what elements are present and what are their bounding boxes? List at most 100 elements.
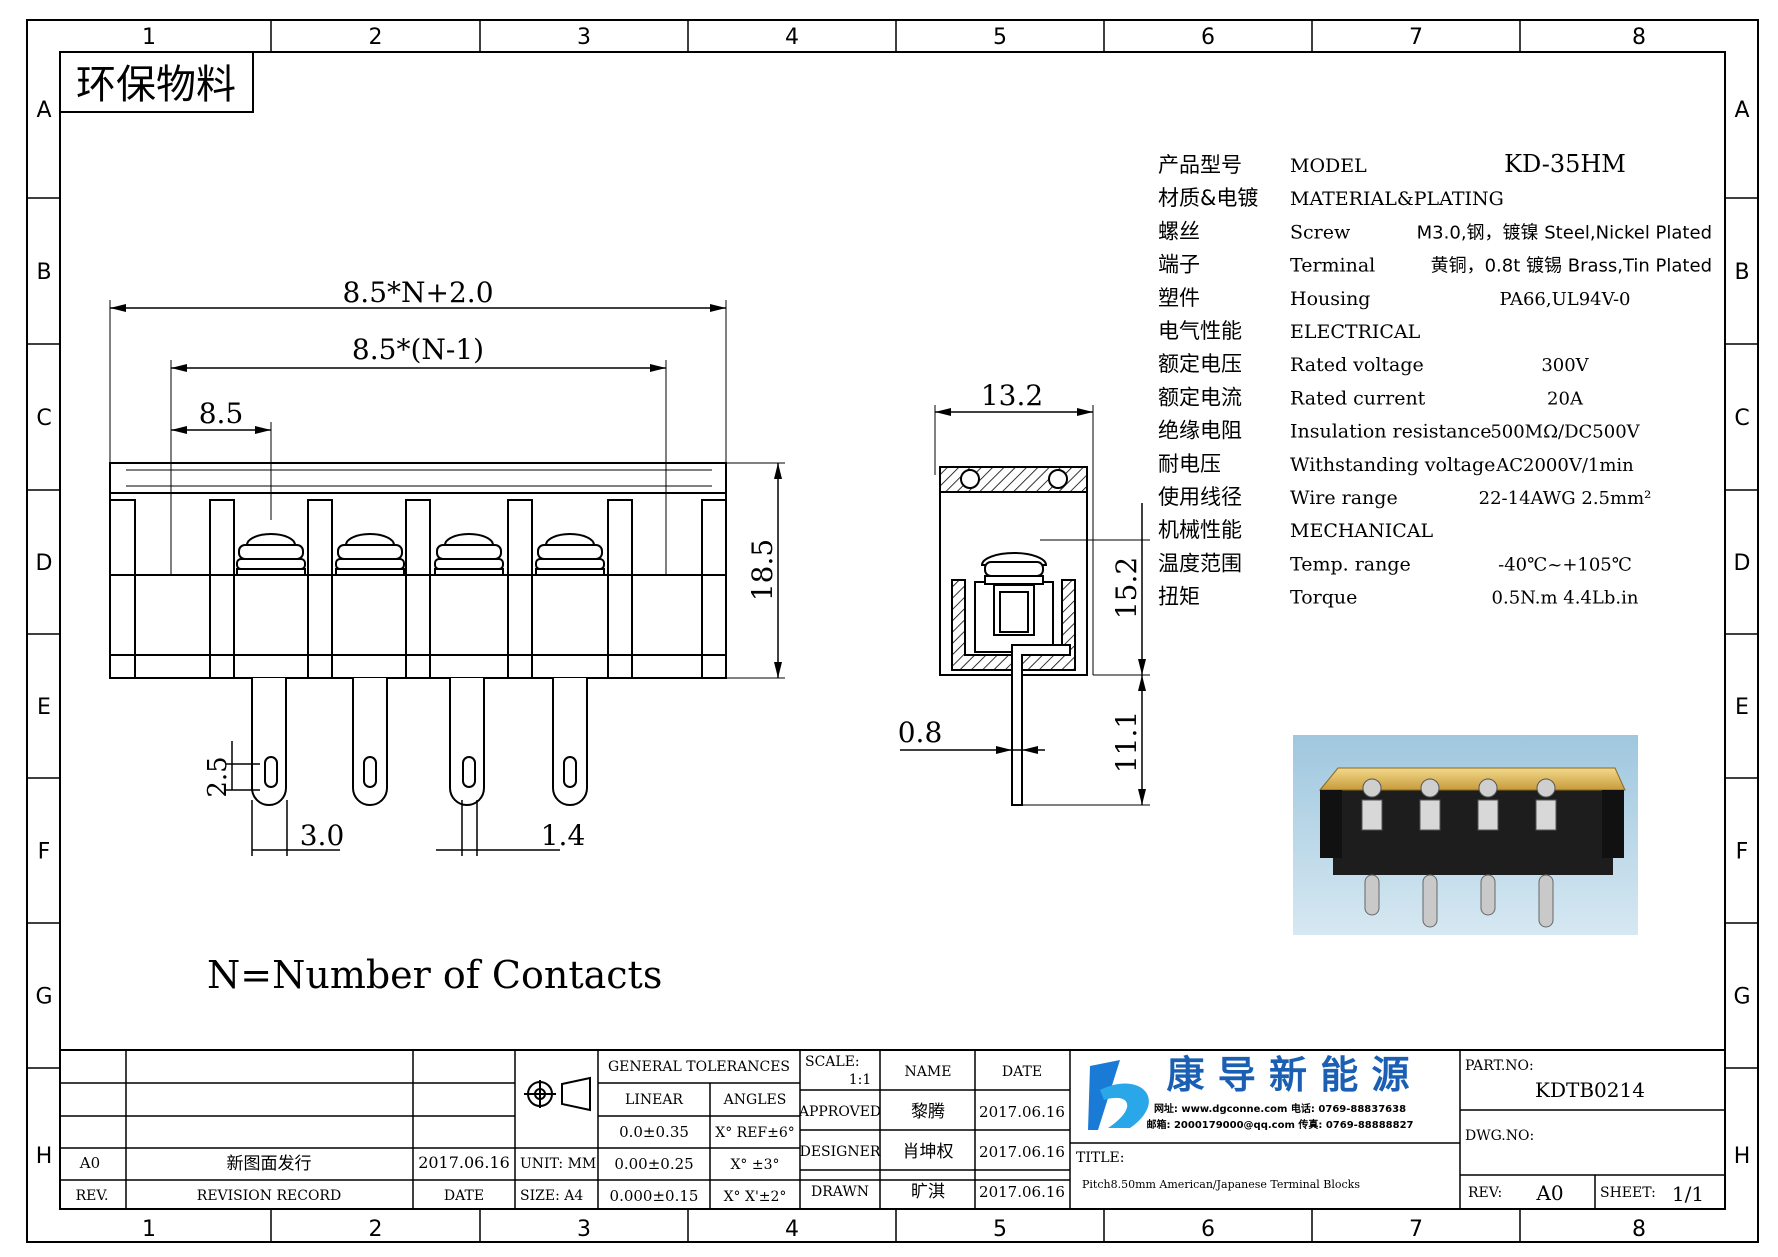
- zone-row-label: H: [36, 1144, 53, 1169]
- spec-cn-label: 电气性能: [1158, 319, 1242, 343]
- spec-value: 20A: [1547, 388, 1584, 409]
- spec-cn-label: 绝缘电阻: [1158, 419, 1242, 443]
- approved-label: APPROVED: [798, 1104, 881, 1120]
- zone-row-label: A: [36, 98, 51, 123]
- terminal-screw: [535, 533, 605, 576]
- eco-label-box: 环保物料: [59, 51, 254, 113]
- drawing-title: Pitch8.50mm American/Japanese Terminal B…: [1082, 1178, 1360, 1191]
- spec-cn-label: 塑件: [1158, 286, 1200, 310]
- spec-value: 黄铜，0.8t 镀锡 Brass,Tin Plated: [1431, 256, 1712, 277]
- designer-name: 肖坤权: [903, 1142, 954, 1162]
- spec-row: 材质&电镀 MATERIAL&PLATING: [1158, 186, 1504, 210]
- zone-col-label: 6: [1201, 25, 1215, 50]
- spec-value: 0.5N.m 4.4Lb.in: [1492, 588, 1639, 609]
- name-header: NAME: [905, 1064, 952, 1080]
- rev-entry-rev: A0: [79, 1154, 100, 1172]
- zone-col-label: 2: [369, 25, 383, 50]
- product-photo: [1293, 735, 1638, 935]
- eco-label: 环保物料: [76, 62, 236, 108]
- spec-cn-label: 端子: [1158, 253, 1200, 277]
- spec-value: KD-35HM: [1504, 150, 1626, 178]
- scale-label: SCALE:: [805, 1054, 860, 1070]
- spec-row: 端子 Terminal 黄铜，0.8t 镀锡 Brass,Tin Plated: [1158, 253, 1712, 277]
- zone-col-label: 6: [1201, 1217, 1215, 1242]
- tol-linear-2: 0.00±0.25: [614, 1155, 693, 1173]
- terminal-screw: [236, 533, 306, 576]
- zone-col-label: 4: [785, 25, 799, 50]
- spec-en-label: Wire range: [1290, 487, 1398, 509]
- general-tolerances: GENERAL TOLERANCES: [608, 1059, 790, 1075]
- spec-cn-label: 产品型号: [1158, 153, 1242, 177]
- zone-row-label: A: [1734, 98, 1749, 123]
- contacts-note: N=Number of Contacts: [207, 953, 662, 997]
- dim-overall: 8.5*N+2.0: [342, 276, 493, 309]
- spec-value: 300V: [1541, 355, 1589, 376]
- zone-row-label: B: [36, 260, 51, 285]
- zone-col-label: 3: [577, 1217, 591, 1242]
- company-logo: [1088, 1060, 1149, 1130]
- spec-cn-label: 温度范围: [1158, 551, 1242, 575]
- zone-col-label: 5: [993, 25, 1007, 50]
- spec-en-label: Rated voltage: [1290, 354, 1424, 376]
- dim-pitch: 8.5: [199, 397, 244, 430]
- dim-pin-width: 3.0: [300, 819, 345, 852]
- side-view: [900, 405, 1150, 806]
- sheet-label: SHEET:: [1600, 1185, 1656, 1201]
- drawn-name: 旷淇: [911, 1182, 945, 1202]
- spec-value: 22-14AWG 2.5mm²: [1479, 488, 1652, 509]
- spec-cn-label: 使用线径: [1158, 485, 1242, 509]
- front-screws: [236, 533, 605, 576]
- zone-row-label: E: [37, 695, 51, 720]
- approved-name: 黎腾: [911, 1102, 945, 1122]
- spec-en-label: MODEL: [1290, 155, 1367, 177]
- spec-en-label: Torque: [1290, 587, 1357, 609]
- angles-header: ANGLES: [723, 1092, 787, 1108]
- dim-pin-slot: 2.5: [203, 756, 233, 797]
- dim-height: 18.5: [746, 539, 779, 601]
- terminal-screw: [434, 533, 504, 576]
- zone-row-label: D: [1734, 551, 1751, 576]
- zone-col-label: 2: [369, 1217, 383, 1242]
- sheet-value: 1/1: [1672, 1182, 1704, 1206]
- dim-side-width: 13.2: [981, 379, 1043, 412]
- zone-row-label: C: [1734, 406, 1749, 431]
- zone-col-label: 4: [785, 1217, 799, 1242]
- zone-row-label: F: [1736, 840, 1749, 865]
- date-col-header: DATE: [1002, 1064, 1042, 1080]
- drawn-date: 2017.06.16: [979, 1183, 1065, 1201]
- spec-cn-label: 机械性能: [1158, 518, 1242, 542]
- company-name: 康 导 新 能 源: [1167, 1053, 1410, 1097]
- zone-col-label: 3: [577, 25, 591, 50]
- spec-en-label: Terminal: [1290, 255, 1375, 277]
- zone-row-label: D: [36, 551, 53, 576]
- projection-symbol: [524, 1076, 591, 1112]
- tol-angles-2: X° ±3°: [730, 1157, 779, 1173]
- tol-angles-3: X° X'±2°: [724, 1189, 787, 1205]
- part-no: KDTB0214: [1535, 1078, 1645, 1102]
- zone-col-label: 1: [142, 25, 156, 50]
- dwg-no-label: DWG.NO:: [1465, 1128, 1534, 1144]
- zone-row-label: F: [38, 840, 51, 865]
- terminal-pin: [552, 678, 588, 806]
- dim-side-pin-thick: 0.8: [898, 716, 943, 749]
- zone-row-label: B: [1734, 260, 1749, 285]
- spec-value: M3.0,钢，镀镍 Steel,Nickel Plated: [1417, 222, 1712, 243]
- zone-col-label: 5: [993, 1217, 1007, 1242]
- spec-en-label: Rated current: [1290, 387, 1426, 409]
- designer-date: 2017.06.16: [979, 1143, 1065, 1161]
- company-contact-1: 网址: www.dgconne.com 电话: 0769-88837638: [1154, 1102, 1406, 1115]
- zone-row-label: H: [1734, 1144, 1751, 1169]
- rev-header: REV.: [76, 1188, 109, 1204]
- rev-label: REV:: [1468, 1185, 1502, 1201]
- spec-en-label: Insulation resistance: [1290, 421, 1492, 443]
- part-no-label: PART.NO:: [1465, 1058, 1534, 1074]
- spec-en-label: MATERIAL&PLATING: [1290, 188, 1504, 210]
- spec-cn-label: 材质&电镀: [1158, 186, 1258, 210]
